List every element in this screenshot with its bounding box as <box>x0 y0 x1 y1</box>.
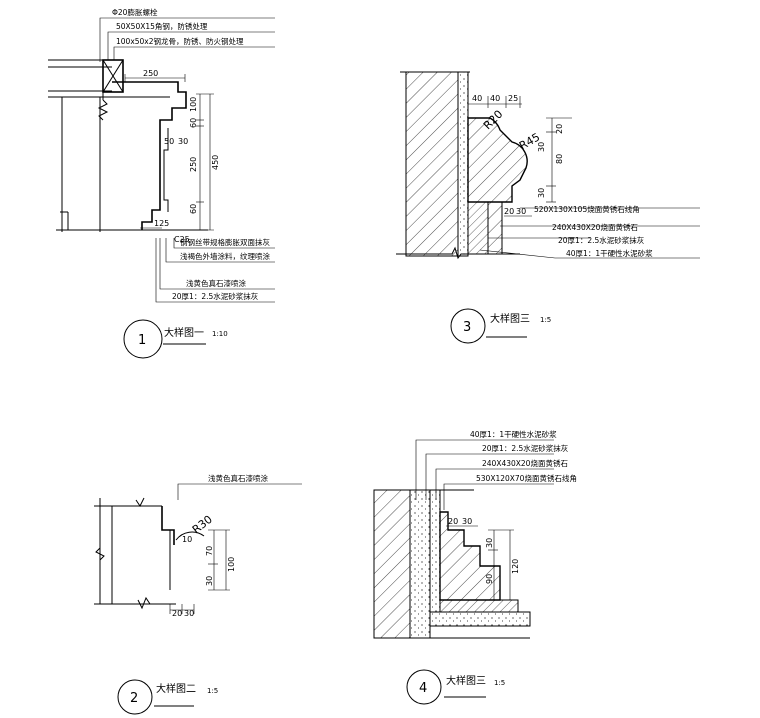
d3-anno-dry-mortar: 40厚1：1干硬性水泥砂浆 <box>566 248 653 258</box>
detail-2: 浅黄色真石漆喷涂 R30 10 70 100 30 20 30 2 大样图二 1… <box>94 473 302 715</box>
d2-dim-30: 30 <box>205 576 214 586</box>
d4-title: 大样图三 <box>446 674 486 687</box>
d1-scale: 1:10 <box>212 330 228 338</box>
d1-dim-30: 30 <box>178 137 188 146</box>
d1-dim-250b: 250 <box>189 157 198 172</box>
d1-dim-60a: 60 <box>189 118 198 128</box>
d3-dim-20b: 20 <box>504 207 514 216</box>
d2-dim-70: 70 <box>205 546 214 556</box>
d2-dim-20: 20 <box>172 609 182 618</box>
d3-dim-30b: 30 <box>537 188 546 198</box>
d3-anno-mortar: 20厚1：2.5水泥砂浆抹灰 <box>558 235 645 245</box>
d2-radius-30: R30 <box>190 513 215 537</box>
d1-anno-mesh: 钢钢丝带规格膨胀双面抹灰 <box>180 237 270 247</box>
d1-number-circle <box>123 319 163 359</box>
d4-dim-30: 30 <box>462 517 472 526</box>
d4-number-circle <box>406 669 442 705</box>
detail-3: 40 40 25 R20 R45 20 30 80 30 20 30 520X1… <box>396 71 700 344</box>
d1-dim-100: 100 <box>189 97 198 112</box>
d3-title: 大样图三 <box>490 312 530 325</box>
d1-anno-angle: 50X50X15角钢，防锈处理 <box>116 21 208 31</box>
d2-number-circle <box>117 679 153 715</box>
d1-anno-mortar: 20厚1：2.5水泥砂浆抹灰 <box>172 291 259 301</box>
d3-scale: 1:5 <box>540 316 551 324</box>
d1-anno-bolt: Φ20膨胀螺栓 <box>112 7 158 17</box>
d2-dim-100: 100 <box>227 557 236 572</box>
d3-anno-moulding: 520X130X105烧面黄锈石线角 <box>534 204 640 214</box>
d2-dim-10: 10 <box>182 535 192 544</box>
d1-dim-125: 125 <box>154 219 169 228</box>
d4-anno-mortar: 20厚1：2.5水泥砂浆抹灰 <box>482 443 569 453</box>
d2-dim-30b: 30 <box>184 609 194 618</box>
d4-dim-120: 120 <box>511 559 520 574</box>
d4-anno-stone: 240X430X20烧面黄锈石 <box>482 458 568 468</box>
d2-number: 2 <box>130 691 138 706</box>
d3-dim-20: 20 <box>555 124 564 134</box>
d1-number: 1 <box>138 333 146 348</box>
d4-dim-20: 20 <box>448 517 458 526</box>
d1-dim-250: 250 <box>143 69 158 78</box>
d1-dim-c25: C25 <box>174 235 190 244</box>
d1-title: 大样图一 <box>164 326 204 339</box>
d2-anno-paint: 浅黄色真石漆喷涂 <box>208 473 268 483</box>
d3-dim-30c: 30 <box>516 207 526 216</box>
d4-anno-dry-mortar: 40厚1：1干硬性水泥砂浆 <box>470 429 557 439</box>
d3-dim-40a: 40 <box>472 94 482 103</box>
d4-number: 4 <box>419 681 427 696</box>
d1-anno-keel: 100x50x2钢龙骨，防锈、防火钢处理 <box>116 36 244 46</box>
d1-dim-60b: 60 <box>189 204 198 214</box>
d1-anno-stone-paint: 浅黄色真石漆喷涂 <box>186 278 246 288</box>
d3-dim-80: 80 <box>555 154 564 164</box>
detail-1: Φ20膨胀螺栓 50X50X15角钢，防锈处理 100x50x2钢龙骨，防锈、防… <box>48 7 275 359</box>
d2-scale: 1:5 <box>207 687 218 695</box>
d4-dim-90: 90 <box>485 574 494 584</box>
d1-dim-50: 50 <box>164 137 174 146</box>
d2-title: 大样图二 <box>156 682 196 695</box>
d3-number: 3 <box>463 320 471 335</box>
d4-scale: 1:5 <box>494 679 505 687</box>
d4-dim-30b: 30 <box>485 538 494 548</box>
detail-4: 40厚1：1干硬性水泥砂浆 20厚1：2.5水泥砂浆抹灰 240X430X20烧… <box>373 429 577 705</box>
d3-number-circle <box>450 308 486 344</box>
d3-dim-40b: 40 <box>490 94 500 103</box>
d3-anno-stone: 240X430X20烧面黄锈石 <box>552 222 638 232</box>
d3-dim-30: 30 <box>537 142 546 152</box>
d1-dim-450: 450 <box>211 155 220 170</box>
d3-dim-25: 25 <box>508 94 518 103</box>
d1-anno-paint: 浅褐色外墙涂料，纹理喷涂 <box>180 251 270 261</box>
d4-anno-moulding: 530X120X70烧面黄锈石线角 <box>476 473 577 483</box>
